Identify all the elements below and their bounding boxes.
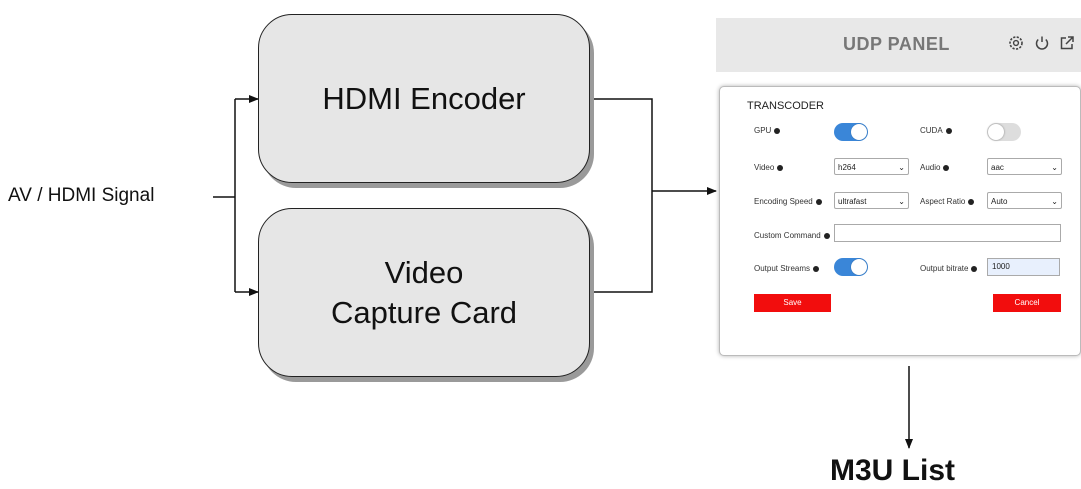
input-signal-label: AV / HDMI Signal (8, 185, 155, 206)
info-icon (968, 198, 975, 205)
info-icon (943, 164, 950, 171)
gpu-label: GPU (754, 126, 781, 135)
panel-header (716, 18, 1081, 72)
chevron-down-icon: ⌄ (1051, 197, 1058, 206)
m3u-list-label: M3U List (830, 454, 956, 487)
aspect-ratio-select[interactable]: Auto⌄ (987, 192, 1062, 209)
encoding-speed-select[interactable]: ultrafast⌄ (834, 192, 909, 209)
output-bitrate-input[interactable]: 1000 (987, 258, 1060, 276)
info-icon (945, 127, 952, 134)
section-title: TRANSCODER (747, 100, 825, 112)
output-streams-toggle[interactable] (834, 258, 868, 276)
audio-label: Audio (920, 163, 950, 172)
output-streams-label: Output Streams (754, 264, 820, 273)
info-icon (815, 198, 822, 205)
output-bitrate-label: Output bitrate (920, 264, 978, 273)
cancel-button[interactable]: Cancel (993, 294, 1061, 312)
encoding-speed-label: Encoding Speed (754, 197, 822, 206)
gear-icon[interactable] (1007, 34, 1025, 52)
info-icon (971, 265, 978, 272)
power-icon[interactable] (1033, 34, 1051, 52)
hdmi-output-line (588, 98, 653, 293)
info-icon (813, 265, 820, 272)
custom-command-label: Custom Command (754, 231, 830, 240)
panel-title: UDP PANEL (843, 34, 950, 54)
custom-command-input[interactable] (834, 224, 1061, 242)
hdmi-encoder-box: HDMI Encoder (258, 14, 590, 183)
capture-card-box: Video Capture Card (258, 208, 590, 377)
cuda-label: CUDA (920, 126, 952, 135)
chevron-down-icon: ⌄ (898, 163, 905, 172)
cuda-toggle[interactable] (987, 123, 1021, 141)
video-label: Video (754, 163, 784, 172)
info-icon (774, 127, 781, 134)
chevron-down-icon: ⌄ (1051, 163, 1058, 172)
audio-select[interactable]: aac⌄ (987, 158, 1062, 175)
video-select[interactable]: h264⌄ (834, 158, 909, 175)
info-icon (823, 232, 830, 239)
gpu-toggle[interactable] (834, 123, 868, 141)
aspect-ratio-label: Aspect Ratio (920, 197, 975, 206)
external-link-icon[interactable] (1058, 34, 1076, 52)
chevron-down-icon: ⌄ (898, 197, 905, 206)
info-icon (777, 164, 784, 171)
save-button[interactable]: Save (754, 294, 831, 312)
